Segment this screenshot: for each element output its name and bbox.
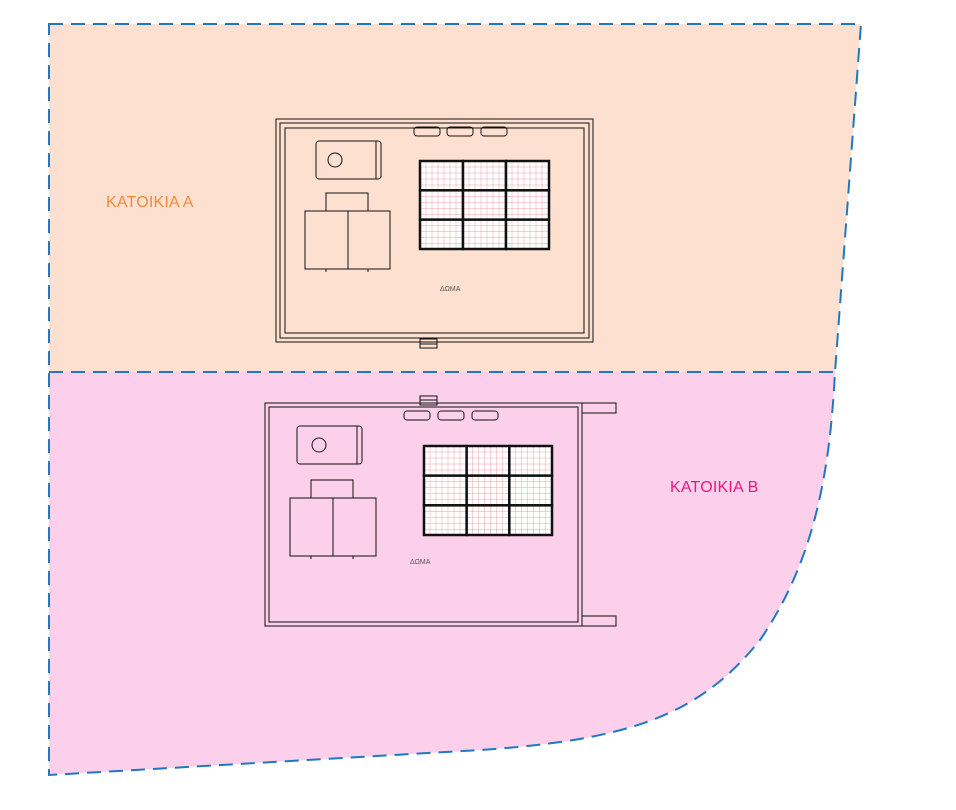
pv-module [508,444,554,477]
pv-module [418,189,465,221]
pv-module [461,189,508,221]
pv-module [461,159,508,192]
pv-module [461,218,508,251]
house-a-roof [275,118,594,349]
pv-module [422,474,468,507]
ac-units-a [413,126,508,137]
pv-panel-array-a [418,159,551,251]
zone-b-area [49,372,835,775]
ac-units-b [403,410,499,421]
pv-module [465,504,511,537]
solar-collectors-b [289,479,377,559]
pv-module [504,218,551,251]
pv-module [504,189,551,221]
pv-panel-array-b [422,444,554,537]
zone-b-label: ΚΑΤΟΙΚΙΑ Β [670,479,759,496]
zone-a-label: ΚΑΤΟΙΚΙΑ Α [106,194,194,211]
solar-collectors-a [304,192,391,272]
house-b-roof [264,395,617,627]
pv-module [465,474,511,507]
roof-b-label: ΔΩΜΑ [410,559,431,566]
water-heater-a [315,140,382,180]
pv-module [508,474,554,507]
roof-a-label: ΔΩΜΑ [440,286,461,293]
water-heater-b [296,425,363,465]
pv-module [422,504,468,537]
pv-module [504,159,551,192]
plot-boundary [48,23,863,777]
pv-module [418,218,465,251]
pv-module [422,444,468,477]
pv-module [508,504,554,537]
pv-module [465,444,511,477]
pv-module [418,159,465,192]
